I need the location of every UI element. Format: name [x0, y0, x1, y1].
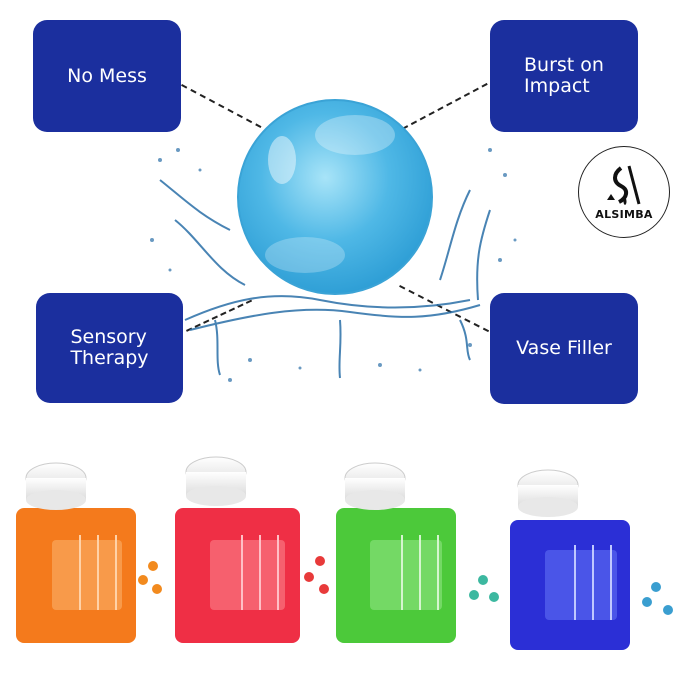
feature-label: Burst on Impact	[524, 54, 604, 97]
water-droplets	[150, 148, 517, 382]
feature-label: Vase Filler	[516, 337, 612, 359]
feature-no-mess: No Mess	[33, 20, 181, 132]
feature-label: No Mess	[67, 64, 147, 87]
feature-vase-filler: Vase Filler	[490, 293, 638, 404]
jar-red	[175, 456, 329, 643]
water-bead-ball	[237, 99, 433, 295]
feature-label: Sensory Therapy	[70, 326, 149, 369]
feature-burst-on-impact: Burst on Impact	[490, 20, 638, 132]
brand-logo: ALSIMBA	[578, 146, 670, 238]
feature-sensory-therapy: Sensory Therapy	[36, 293, 183, 403]
water-splash	[159, 179, 491, 379]
jar-green	[336, 462, 499, 643]
brand-name: ALSIMBA	[595, 208, 653, 221]
brand-mark-icon	[607, 165, 641, 205]
jar-orange	[16, 462, 162, 643]
jar-blue	[510, 469, 673, 650]
